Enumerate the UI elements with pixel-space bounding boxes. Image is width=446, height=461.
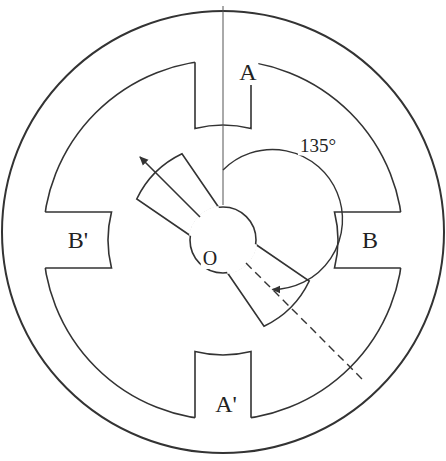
part-label: O: [201, 247, 219, 269]
stator-pole: [335, 212, 414, 268]
stator-pole: [33, 212, 112, 268]
part-label: A': [213, 391, 239, 417]
part-label: B': [66, 227, 90, 253]
rotor-axis-arrow: [140, 157, 200, 217]
angle-label: 135°: [298, 135, 338, 156]
angle-arc: [223, 150, 342, 290]
rotor-axis-dashed: [246, 263, 362, 379]
part-label: B: [360, 227, 380, 253]
axis-line: [223, 6, 224, 205]
stator-pole: [195, 352, 251, 431]
part-label: A: [237, 59, 258, 85]
